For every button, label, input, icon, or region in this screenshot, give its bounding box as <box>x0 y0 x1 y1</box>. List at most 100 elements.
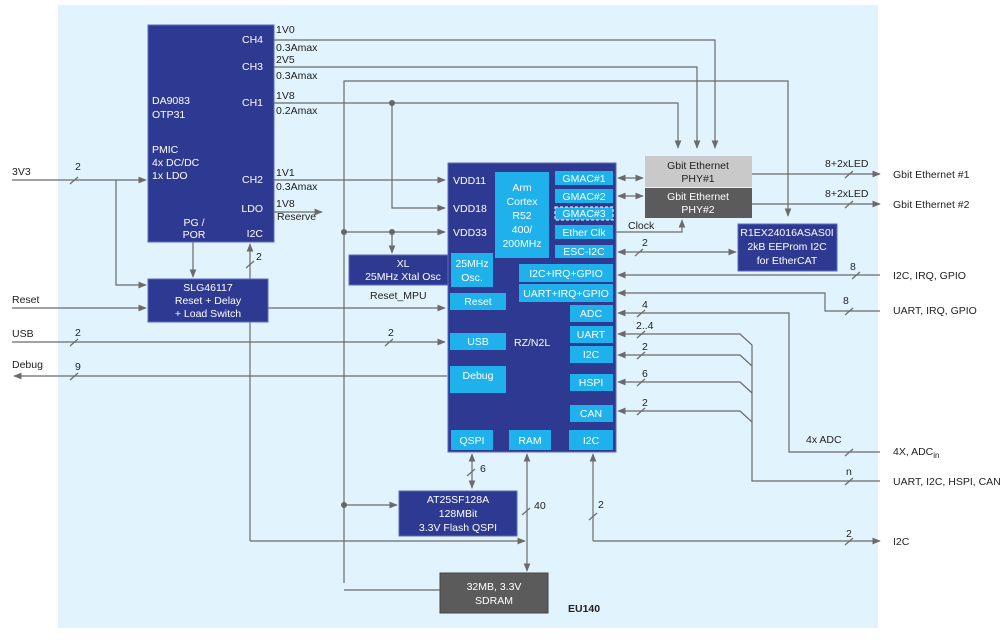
etherclk-port: Ether Clk <box>562 227 606 239</box>
cpu-label: Arm <box>512 182 532 194</box>
bus-width: 6 <box>480 463 486 475</box>
cpu-label: Cortex <box>507 196 539 208</box>
mpu-block: VDD11 VDD18 VDD33 RZ/N2L Arm Cortex R52 … <box>447 162 617 453</box>
can-port: CAN <box>580 408 602 420</box>
slg-block: SLG46117 Reset + Delay + Load Switch <box>147 278 269 323</box>
rail-label: 0.3Amax <box>276 181 318 193</box>
i2c-bottom-port: I2C <box>583 435 600 447</box>
bus-width: 8+2xLED <box>825 188 869 200</box>
bus-width: 2 <box>642 341 648 353</box>
cpu-label: R52 <box>512 210 531 222</box>
osc-label: 25MHz <box>455 258 488 270</box>
pin-por: POR <box>183 229 206 241</box>
bus-width: 2 <box>388 327 394 339</box>
flash-block: AT25SF128A 128MBit 3.3V Flash QSPI <box>398 490 518 537</box>
eeprom-block: R1EX24016ASAS0I 2kB EEProm I2C for Ether… <box>737 223 838 272</box>
pin-ch4: CH4 <box>242 34 263 46</box>
rail-label: Reserve <box>277 211 316 223</box>
cpu-label: 400/ <box>512 224 533 236</box>
bus-width: 2 <box>75 161 81 173</box>
pmic-desc: 1x LDO <box>152 170 188 182</box>
pmic-block: DA9083 OTP31 PMIC 4x DC/DC 1x LDO CH4 CH… <box>147 24 275 243</box>
connectors <box>12 39 881 591</box>
bus-width: 2 <box>642 237 648 249</box>
rail-label: 0.3Amax <box>276 42 318 54</box>
uart-port: UART <box>577 329 606 341</box>
bus-width: 2 <box>846 528 852 540</box>
rail-labels: 1V0 0.3Amax 2V5 0.3Amax 1V8 0.2Amax 1V1 … <box>276 24 318 223</box>
output-labels: Gbit Ethernet #1 8+2xLED Gbit Ethernet #… <box>480 158 1000 548</box>
eeprom-label: 2kB EEProm I2C <box>747 241 827 253</box>
eeprom-label: R1EX24016ASAS0I <box>740 227 833 239</box>
pin-vdd33: VDD33 <box>453 227 487 239</box>
eeprom-label: for EtherCAT <box>757 255 818 267</box>
input-labels: 3V3 2 Reset USB 2 2 Debug 9 2 <box>12 161 394 373</box>
mpu-name: RZ/N2L <box>514 337 550 349</box>
bus-width: 8 <box>850 261 856 273</box>
bus-width: 2 <box>75 327 81 339</box>
phy1-label: Gbit Ethernet <box>667 160 729 172</box>
flash-label: AT25SF128A <box>427 494 489 506</box>
bus-width: 9 <box>75 361 81 373</box>
output-eth1: Gbit Ethernet #1 <box>893 169 970 181</box>
sdram-block: 32MB, 3.3V SDRAM <box>439 572 549 614</box>
clock-label: Clock <box>628 220 655 232</box>
pmic-variant: OTP31 <box>152 109 185 121</box>
gmac1-port: GMAC#1 <box>562 173 605 185</box>
bus-width: 40 <box>534 500 546 512</box>
pmic-name: DA9083 <box>152 95 190 107</box>
bus-width: n <box>846 466 852 478</box>
output-i2c-irq-gpio: I2C, IRQ, GPIO <box>893 270 966 282</box>
module-name: EU140 <box>568 603 600 615</box>
reset-mpu-label: Reset_MPU <box>370 290 427 302</box>
bus-width: 2..4 <box>636 320 654 332</box>
xtal-osc-block: XL 25MHz Xtal Osc <box>348 254 458 286</box>
i2c-irq-gpio-port: I2C+IRQ+GPIO <box>529 268 603 280</box>
flash-label: 128MBit <box>439 508 478 520</box>
rail-label: 0.2Amax <box>276 105 318 117</box>
pin-vdd18: VDD18 <box>453 203 487 215</box>
rail-label: 1V8 <box>276 198 295 210</box>
reset-port: Reset <box>464 296 492 308</box>
gmac3-port: GMAC#3 <box>562 208 605 220</box>
phy1-label: PHY#1 <box>681 173 714 185</box>
output-serial-bus: UART, I2C, HSPI, CAN <box>893 476 1000 488</box>
phy2-label: Gbit Ethernet <box>667 191 729 203</box>
usb-port: USB <box>467 336 489 348</box>
phy2-label: PHY#2 <box>681 204 714 216</box>
input-reset: Reset <box>12 294 40 306</box>
adc-bus-label: 4x ADC <box>806 434 842 446</box>
sdram-label: SDRAM <box>475 595 513 607</box>
esc-i2c-port: ESC-I2C <box>563 246 605 258</box>
ethernet-phys: Gbit Ethernet PHY#1 Gbit Ethernet PHY#2 <box>645 156 752 218</box>
output-i2c: I2C <box>893 536 910 548</box>
pin-ch2: CH2 <box>242 174 263 186</box>
qspi-port: QSPI <box>459 435 484 447</box>
bus-width: 8+2xLED <box>825 158 869 170</box>
cpu-core <box>495 172 549 258</box>
input-debug: Debug <box>12 359 43 371</box>
output-uart-irq-gpio: UART, IRQ, GPIO <box>893 305 977 317</box>
i2c-port: I2C <box>583 349 600 361</box>
bus-width: 2 <box>256 251 262 263</box>
rail-label: 0.3Amax <box>276 70 318 82</box>
xl-label: 25MHz Xtal Osc <box>365 271 441 283</box>
slg-label: + Load Switch <box>175 308 241 320</box>
output-adc: 4X, ADCin <box>893 446 940 460</box>
bus-width: 8 <box>843 295 849 307</box>
rail-label: 1V1 <box>276 167 295 179</box>
sdram-label: 32MB, 3.3V <box>467 581 522 593</box>
bus-width: 4 <box>642 299 648 311</box>
cpu-label: 200MHz <box>502 238 541 250</box>
rail-label: 1V8 <box>276 90 295 102</box>
xl-label: XL <box>397 258 410 270</box>
pin-vdd11: VDD11 <box>453 175 486 187</box>
ram-port: RAM <box>518 435 541 447</box>
pin-i2c: I2C <box>247 228 264 240</box>
pin-ldo: LDO <box>241 203 263 215</box>
pin-pg: PG / <box>183 217 204 229</box>
pmic-desc: 4x DC/DC <box>152 157 200 169</box>
input-usb: USB <box>12 328 34 340</box>
bus-width: 6 <box>642 368 648 380</box>
adc-port: ADC <box>580 308 603 320</box>
